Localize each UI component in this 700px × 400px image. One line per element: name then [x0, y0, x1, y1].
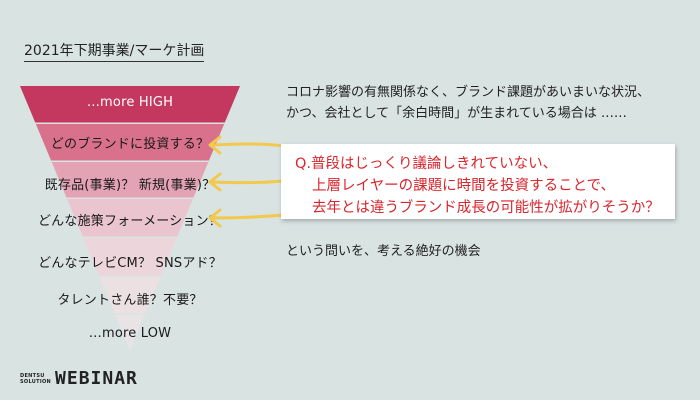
funnel-band-5: [99, 277, 161, 314]
intro-line-2: かつ、会社として「余白時間」が生まれている場合は ……: [286, 106, 627, 121]
logo-line-1: DENTSU: [20, 372, 45, 379]
question-line-3: 去年とは違うブランド成長の可能性が拡がりそうか？: [312, 200, 660, 216]
funnel-label-1: どのブランドに投資する？: [50, 137, 210, 152]
funnel-label-3: どんな施策フォーメーション？: [37, 214, 223, 229]
funnel-band-0: [20, 86, 240, 123]
funnel-label-0: …more HIGH: [86, 95, 174, 110]
intro-line-1: コロナ影響の有無関係なく、ブランド課題があいまいな状況、: [286, 85, 651, 100]
question-line-2: 上層レイヤーの課題に時間を投資することで、: [312, 178, 616, 194]
question-box: Q.普段はじっくり議論しきれていない、 上層レイヤーの課題に時間を投資することで…: [281, 144, 675, 219]
funnel-band-3: [67, 199, 193, 237]
arrow-left-icon: [208, 172, 286, 192]
funnel-label-4: どんなテレビCM？ SNSアド？: [38, 256, 222, 271]
intro-text: コロナ影響の有無関係なく、ブランド課題があいまいな状況、 かつ、会社として「余白…: [286, 82, 650, 124]
funnel-band-1: [35, 124, 225, 161]
funnel-band-4: [83, 238, 177, 276]
question-line-1: Q.普段はじっくり議論しきれていない、: [295, 156, 558, 172]
logo-subtext: DENTSU SOLUTION: [20, 373, 51, 385]
webinar-logo: DENTSU SOLUTION WEBINAR: [20, 368, 138, 389]
funnel-label-6: …more LOW: [88, 326, 172, 341]
funnel-label-2: 既存品(事業)？ 新規(事業)？: [44, 178, 216, 193]
logo-line-2: SOLUTION: [20, 378, 52, 385]
arrow-left-icon: [208, 208, 286, 228]
funnel-band-6: [115, 315, 145, 350]
logo-wordmark: WEBINAR: [55, 368, 138, 389]
page-title: 2021年下期事業/マーケ計画: [24, 40, 205, 62]
funnel-label-5: タレントさん誰？不要？: [57, 293, 203, 308]
funnel-band-2: [51, 162, 209, 198]
closing-text: という問いを、考える絶好の機会: [286, 244, 481, 259]
arrow-left-icon: [208, 135, 286, 155]
